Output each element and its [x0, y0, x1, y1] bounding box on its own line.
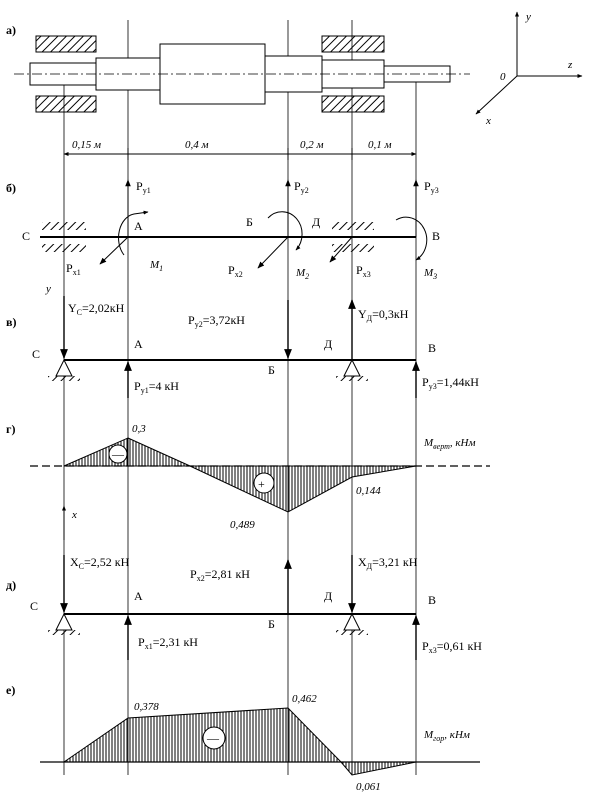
- load-px1-value: Px1=2,31 кН: [138, 635, 198, 651]
- vplane-label-a: А: [134, 337, 143, 351]
- vertical-axis-y: y: [45, 283, 51, 295]
- load-py3-value: Py3=1,44кН: [422, 375, 479, 391]
- mv-value-2: 0,489: [230, 519, 255, 531]
- dim-2: 0,4 м: [185, 139, 209, 151]
- shaft-sketch: [14, 35, 470, 113]
- mv-plus-sign: +: [258, 477, 265, 491]
- mh-value-1: 0,378: [134, 701, 159, 713]
- label-part-a: а): [6, 23, 16, 37]
- mv-minus-sign: —: [111, 447, 125, 461]
- reference-lines: [63, 20, 417, 775]
- hplane-label-b: Б: [268, 617, 275, 631]
- hplane-label-d: Д: [324, 589, 332, 603]
- mh-title: Mгор, кНм: [423, 729, 470, 743]
- load-py1-value: Py1=4 кН: [134, 379, 179, 395]
- force-py1: Py1: [136, 179, 151, 195]
- vertical-plane: y YС=2,02кН YД=0,3кН Py2=3,72кН Py1=4 кН…: [32, 283, 479, 398]
- label-part-v: в): [6, 315, 16, 329]
- mh-value-3: 0,061: [356, 781, 381, 793]
- moment-vertical-diagram: — + 0,3 0,489 0,144 Mверт, кНм: [30, 423, 490, 531]
- mv-value-3: 0,144: [356, 485, 381, 497]
- dim-3: 0,2 м: [300, 139, 324, 151]
- scheme-label-d: Д: [312, 215, 320, 229]
- mh-value-2: 0,462: [292, 693, 317, 705]
- dim-1: 0,15 м: [72, 139, 101, 151]
- vplane-label-d: Д: [324, 337, 332, 351]
- reaction-xd: XД=3,21 кН: [358, 555, 418, 571]
- axis-x-label: x: [485, 115, 491, 127]
- hplane-label-v: В: [428, 593, 436, 607]
- vplane-label-c: С: [32, 347, 40, 361]
- horizontal-plane: x XС=2,52 кН XД=3,21 кН Px2=2,81 кН Px1=…: [30, 505, 482, 660]
- hplane-label-a: А: [134, 589, 143, 603]
- scheme-label-v: В: [432, 229, 440, 243]
- mv-title: Mверт, кНм: [423, 437, 475, 451]
- force-px2: Px2: [228, 263, 243, 279]
- horizontal-axis-x: x: [71, 509, 77, 521]
- scheme-label-c: С: [22, 229, 30, 243]
- mh-minus-sign: —: [206, 731, 220, 745]
- label-part-b: б): [6, 181, 16, 195]
- label-part-d: д): [6, 578, 16, 592]
- dimension-line: 0,15 м 0,4 м 0,2 м 0,1 м: [63, 139, 417, 160]
- axis-origin-label: 0: [500, 71, 506, 83]
- axis-y-label: y: [525, 11, 531, 23]
- vplane-label-b: Б: [268, 363, 275, 377]
- axis-z-label: z: [567, 59, 573, 71]
- mv-value-1: 0,3: [132, 423, 146, 435]
- force-py2: Py2: [294, 179, 309, 195]
- reaction-xc: XС=2,52 кН: [70, 555, 130, 571]
- coordinate-axes: y z x 0: [475, 11, 583, 127]
- force-py3: Py3: [424, 179, 439, 195]
- reaction-yd: YД=0,3кН: [358, 307, 409, 323]
- load-px2-value: Px2=2,81 кН: [190, 567, 250, 583]
- dim-4: 0,1 м: [368, 139, 392, 151]
- scheme-label-a: А: [134, 219, 143, 233]
- moment-m3: M3: [423, 267, 437, 281]
- vplane-label-v: В: [428, 341, 436, 355]
- reaction-yc: YС=2,02кН: [68, 301, 125, 317]
- force-px1: Px1: [66, 261, 81, 277]
- moment-m1: M1: [149, 259, 163, 273]
- moment-m2: M2: [295, 267, 309, 281]
- load-px3-value: Px3=0,61 кН: [422, 639, 482, 655]
- label-part-e: е): [6, 683, 15, 697]
- loading-scheme: С А Б Д В Py1 Py2 Py3 Px1 Px2 Px3 M1 M2 …: [22, 179, 440, 281]
- hplane-label-c: С: [30, 599, 38, 613]
- force-px3: Px3: [356, 263, 371, 279]
- label-part-g: г): [6, 422, 15, 436]
- moment-horizontal-diagram: — 0,378 0,462 0,061 Mгор, кНм: [40, 693, 480, 793]
- load-py2-value: Py2=3,72кН: [188, 313, 245, 329]
- scheme-label-b: Б: [246, 215, 253, 229]
